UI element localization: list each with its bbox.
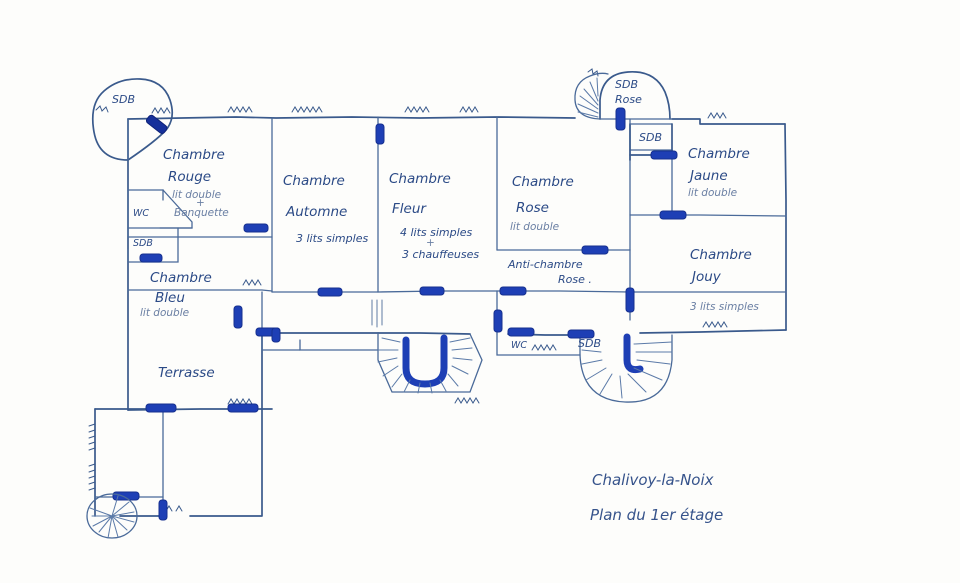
label-bleu-line1: Chambre (150, 270, 212, 286)
label-sdb-rose-line2: Rose (615, 93, 642, 106)
label-rose-line1: Chambre (512, 174, 574, 190)
label-fleur-plus: + (426, 237, 435, 249)
wall-stair-bay (377, 332, 483, 393)
wall-bottom-right (639, 329, 787, 334)
door-sdb-center (567, 329, 595, 339)
label-jouy-sub1: 3 lits simples (690, 301, 759, 313)
caption-block: Chalivoy-la-Noix Plan du 1er étage (590, 471, 723, 524)
room-labels: SDB Chambre Rouge lit double + Banquette… (112, 78, 759, 381)
door-annex-2 (227, 403, 259, 413)
label-automne-sub1: 3 lits simples (296, 232, 368, 245)
label-sdb-left: SDB (112, 93, 135, 106)
label-wc-center: WC (511, 340, 527, 351)
door-bleu-south (233, 305, 243, 329)
door-automne-north (375, 123, 385, 145)
door-terrasse-corner (271, 327, 281, 343)
door-automne-south (317, 287, 343, 297)
door-jaune-south (659, 210, 687, 220)
label-rouge-sub1: lit double (172, 189, 221, 201)
label-rose-sub1: lit double (510, 221, 559, 233)
label-anti-line2: Rose . (558, 273, 592, 286)
door-annex-4 (158, 499, 168, 521)
wall-wc-center (496, 333, 581, 356)
door-markers (112, 107, 687, 521)
label-wc-left: WC (133, 208, 149, 219)
label-sdb-center: SDB (578, 337, 601, 350)
window-hatches (88, 68, 728, 512)
label-bleu-sub1: lit double (140, 307, 189, 319)
label-jaune-sub1: lit double (688, 187, 737, 199)
label-sdb-rose-line1: SDB (615, 78, 638, 91)
caption-line-1: Chalivoy-la-Noix (592, 471, 714, 489)
label-bleu-line2: Bleu (155, 290, 185, 306)
door-sdb-rose (615, 107, 626, 131)
door-annex-3 (112, 491, 140, 501)
label-rose-line2: Rose (516, 200, 549, 216)
wall-h-bleu-terrasse (127, 289, 273, 292)
stair-bottom-right (581, 333, 673, 399)
label-anti-line1: Anti-chambre (507, 258, 583, 271)
wall-top-right (671, 118, 786, 125)
label-fleur-line1: Chambre (389, 171, 451, 187)
label-sdb-left-lower: SDB (133, 238, 153, 249)
label-automne-line2: Automne (285, 204, 347, 220)
label-fleur-sub1: 4 lits simples (400, 226, 472, 239)
door-anti-south (499, 286, 527, 296)
wall-right-outer (784, 123, 787, 331)
door-anti-bottom (493, 309, 503, 333)
label-rouge-line1: Chambre (163, 147, 225, 163)
sdb-rose-arch (599, 71, 671, 120)
label-fleur-line2: Fleur (392, 201, 427, 217)
door-sdb-left (145, 114, 168, 135)
door-sdb-left-lower (139, 253, 163, 263)
wall-h-jaune-jouy (629, 214, 787, 217)
stair-center-u (377, 334, 473, 394)
label-jaune-line2: Jaune (687, 168, 728, 184)
label-rouge-sub2: Banquette (174, 207, 229, 219)
caption-line-2: Plan du 1er étage (590, 506, 723, 524)
label-rouge-line2: Rouge (168, 169, 211, 185)
wall-wc-left-top (127, 189, 164, 201)
label-sdb-top-right: SDB (639, 131, 662, 144)
label-rouge-plus: + (196, 197, 205, 209)
wall-stair-br-alcove (579, 334, 673, 403)
wall-bottom-mid (377, 332, 471, 335)
door-fleur-south (419, 286, 445, 296)
label-jaune-line1: Chambre (688, 146, 750, 162)
door-jouy-west (625, 287, 635, 313)
door-anti-east (581, 245, 609, 255)
door-annex-1 (145, 403, 177, 413)
label-fleur-sub2: 3 chauffeuses (402, 248, 479, 261)
wall-bay-ledge (299, 339, 379, 351)
label-terrasse: Terrasse (158, 365, 215, 381)
door-sdb-tr (650, 150, 678, 160)
label-automne-line1: Chambre (283, 173, 345, 189)
label-jouy-line2: Jouy (689, 269, 722, 285)
wall-annex-right (189, 408, 263, 517)
label-jouy-line1: Chambre (690, 247, 752, 263)
door-rouge-east (243, 223, 269, 233)
door-wc-center (507, 327, 535, 337)
stair-bottom-left (86, 493, 138, 539)
wall-top-main (127, 116, 576, 120)
stair-top-right (574, 72, 609, 120)
